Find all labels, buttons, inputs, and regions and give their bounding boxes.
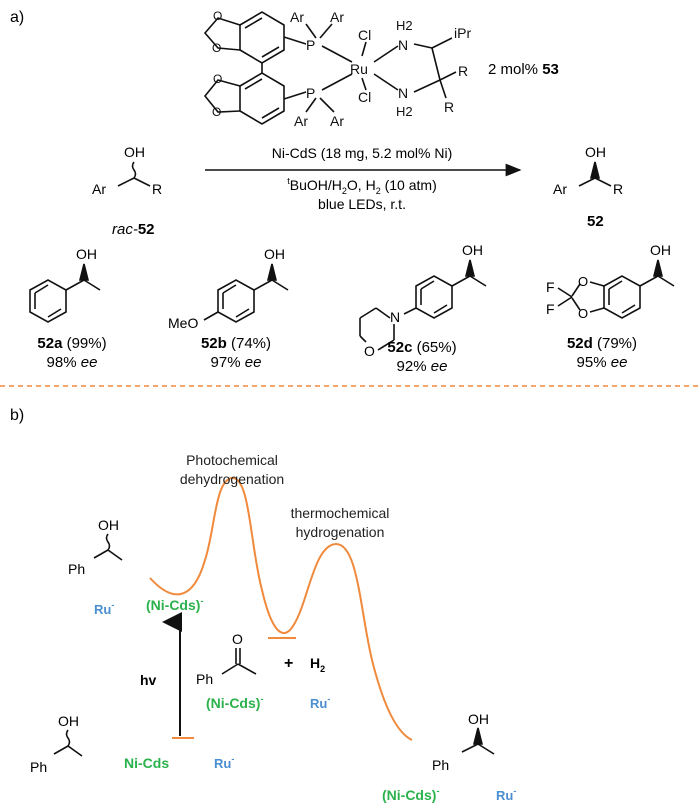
ar-bottom-right: Ar	[330, 113, 344, 129]
example-52a-ee: 98% ee	[47, 354, 98, 371]
hv-label: hv	[140, 672, 157, 688]
photochem-label-2: dehydrogenation	[180, 471, 284, 487]
ar-bottom-left: Ar	[294, 113, 308, 129]
example-52c-yield: 52c (65%)	[387, 339, 456, 356]
chloride-bottom: Cl	[358, 89, 371, 105]
start-cat: Ni-Cds	[124, 755, 169, 771]
example-52d-ee: 95% ee	[577, 354, 628, 371]
phosphorus-top: P	[306, 37, 315, 53]
example-52b-yield: 52b (74%)	[201, 335, 271, 352]
ruthenium: Ru	[350, 61, 368, 77]
thermochem-label-2: hydrogenation	[296, 524, 385, 540]
h2-bottom: H2	[396, 104, 413, 119]
start-alcohol-structure	[53, 729, 83, 757]
final-ph: Ph	[432, 757, 449, 773]
excited-ru: Ru-	[94, 600, 114, 617]
phosphorus-bottom: P	[306, 85, 315, 101]
example-52b-meo: MeO	[168, 315, 198, 331]
start-oh: OH	[58, 713, 79, 729]
reactant-structure	[117, 161, 151, 187]
example-52b-structure	[203, 263, 289, 323]
excited-oh: OH	[98, 517, 119, 533]
dioxole-o1: O	[213, 9, 222, 23]
example-52c-oh: OH	[462, 242, 483, 258]
h2-product: H2	[310, 655, 325, 674]
reactant-r: R	[152, 181, 162, 197]
example-52a-structure	[29, 263, 101, 323]
catalyst-labels: O O O O Ar Ar P P Ar Ar Ru Cl Cl N N H2 …	[212, 9, 471, 129]
ketone-structure	[221, 648, 257, 675]
photochem-label-1: Photochemical	[186, 452, 278, 468]
product-label: 52	[587, 213, 604, 230]
product-ar: Ar	[553, 181, 567, 197]
excited-cat: (Ni-Cds)-	[146, 596, 203, 613]
final-ru: Ru-	[496, 786, 516, 803]
example-52b-oh: OH	[264, 246, 285, 262]
catalyst-structure	[203, 11, 457, 125]
final-cat: (Ni-Cds)-	[382, 786, 439, 803]
example-52d-oh: OH	[650, 242, 671, 258]
example-52c-n: N	[390, 309, 400, 325]
r-group-1: R	[458, 63, 468, 79]
amine-n-bottom: N	[398, 85, 408, 101]
example-52d-yield: 52d (79%)	[567, 335, 637, 352]
reactant-ar: Ar	[92, 181, 106, 197]
ketone-o: O	[232, 631, 243, 647]
example-52d-f2: F	[546, 301, 555, 317]
product-structure	[578, 161, 612, 187]
dioxole-o2: O	[212, 41, 221, 55]
h2-top: H2	[396, 18, 413, 33]
product-r: R	[613, 181, 623, 197]
amine-n-top: N	[398, 37, 408, 53]
dioxole-o4: O	[212, 105, 221, 119]
thermochem-label-1: thermochemical	[291, 505, 390, 521]
example-52c-structure	[359, 259, 487, 351]
reactant-label: rac-52	[112, 221, 155, 238]
example-52d-f1: F	[546, 279, 555, 295]
r-group-2: R	[444, 99, 454, 115]
catalyst-loading: 2 mol% 53	[488, 61, 559, 78]
final-alcohol-structure	[461, 727, 495, 755]
chloride-top: Cl	[358, 27, 371, 43]
example-52b-ee: 97% ee	[211, 354, 262, 371]
conditions-line1: Ni-CdS (18 mg, 5.2 mol% Ni)	[272, 145, 453, 161]
start-ph: Ph	[30, 759, 47, 775]
panel-b-label: b)	[10, 407, 24, 424]
energy-profile-curve	[149, 476, 413, 741]
example-52c-o: O	[364, 343, 375, 359]
intermediate-ru: Ru-	[310, 694, 330, 711]
final-oh: OH	[468, 711, 489, 727]
ar-top-left: Ar	[290, 9, 304, 25]
ar-top-right: Ar	[330, 9, 344, 25]
example-52c-ee: 92% ee	[397, 358, 448, 375]
excited-ph: Ph	[68, 561, 85, 577]
plus-sign: +	[284, 655, 293, 672]
example-52d-o1: O	[578, 274, 588, 289]
ketone-ph: Ph	[196, 671, 213, 687]
start-ru: Ru-	[214, 754, 234, 771]
example-52a-yield: 52a (99%)	[37, 335, 106, 352]
example-52d-structure	[557, 259, 675, 319]
intermediate-cat: (Ni-Cds)-	[206, 694, 263, 711]
reactant-oh: OH	[124, 144, 145, 160]
conditions-line3: blue LEDs, r.t.	[318, 196, 406, 212]
excited-alcohol-structure	[93, 533, 123, 561]
panel-a-label: a)	[10, 9, 24, 26]
conditions-line2: tBuOH/H2O, H2 (10 atm)	[287, 176, 436, 196]
example-52d-o2: O	[578, 306, 588, 321]
example-52a-oh: OH	[76, 246, 97, 262]
dioxole-o3: O	[213, 72, 222, 86]
product-oh: OH	[585, 144, 606, 160]
isopropyl: iPr	[454, 25, 471, 41]
